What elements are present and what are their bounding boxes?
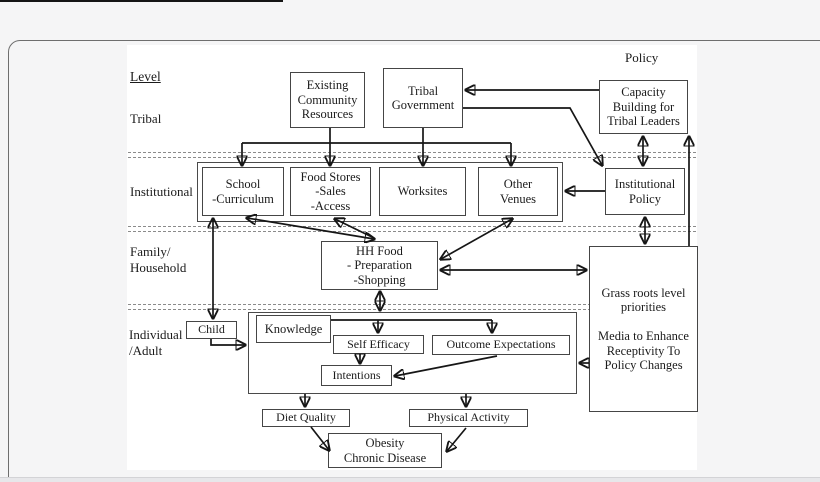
- level-separator-dash: [128, 157, 696, 158]
- level-separator-dash: [128, 309, 696, 310]
- node-other-venues: Other Venues: [478, 167, 558, 216]
- node-institutional-policy: Institutional Policy: [605, 168, 685, 215]
- bottom-edge-strip: [0, 477, 820, 482]
- node-child: Child: [186, 321, 237, 339]
- node-knowledge: Knowledge: [256, 315, 331, 343]
- rounded-panel-border: [8, 40, 820, 482]
- top-edge-bar: [0, 0, 283, 2]
- level-separator-dash: [128, 152, 696, 153]
- node-existing-community-resources: Existing Community Resources: [290, 72, 365, 128]
- node-obesity-chronic-disease: Obesity Chronic Disease: [328, 433, 442, 468]
- node-worksites: Worksites: [379, 167, 466, 216]
- node-food-stores: Food Stores -Sales -Access: [290, 167, 371, 216]
- node-intentions: Intentions: [321, 365, 392, 386]
- node-diet-quality: Diet Quality: [262, 409, 350, 427]
- level-label-family-household: Family/ Household: [130, 244, 187, 275]
- level-heading: Level: [130, 69, 161, 84]
- level-separator-dash: [128, 304, 696, 305]
- node-outcome-expectations: Outcome Expectations: [432, 335, 570, 355]
- level-separator-dash: [128, 231, 696, 232]
- node-school-curriculum: School -Curriculum: [202, 167, 284, 216]
- node-physical-activity: Physical Activity: [409, 409, 528, 427]
- level-separator-dash: [128, 226, 696, 227]
- node-hh-food: HH Food - Preparation -Shopping: [321, 241, 438, 290]
- level-label-institutional: Institutional: [130, 184, 193, 199]
- level-label-individual-adult: Individual /Adult: [129, 327, 183, 358]
- policy-label: Policy: [625, 50, 659, 65]
- level-label-tribal: Tribal: [130, 111, 162, 126]
- node-capacity-building-for-tribal-leaders: Capacity Building for Tribal Leaders: [599, 80, 688, 134]
- node-tribal-government: Tribal Government: [383, 68, 463, 128]
- node-self-efficacy: Self Efficacy: [333, 335, 424, 354]
- node-grass-roots-media: Grass roots level priorities Media to En…: [589, 246, 698, 412]
